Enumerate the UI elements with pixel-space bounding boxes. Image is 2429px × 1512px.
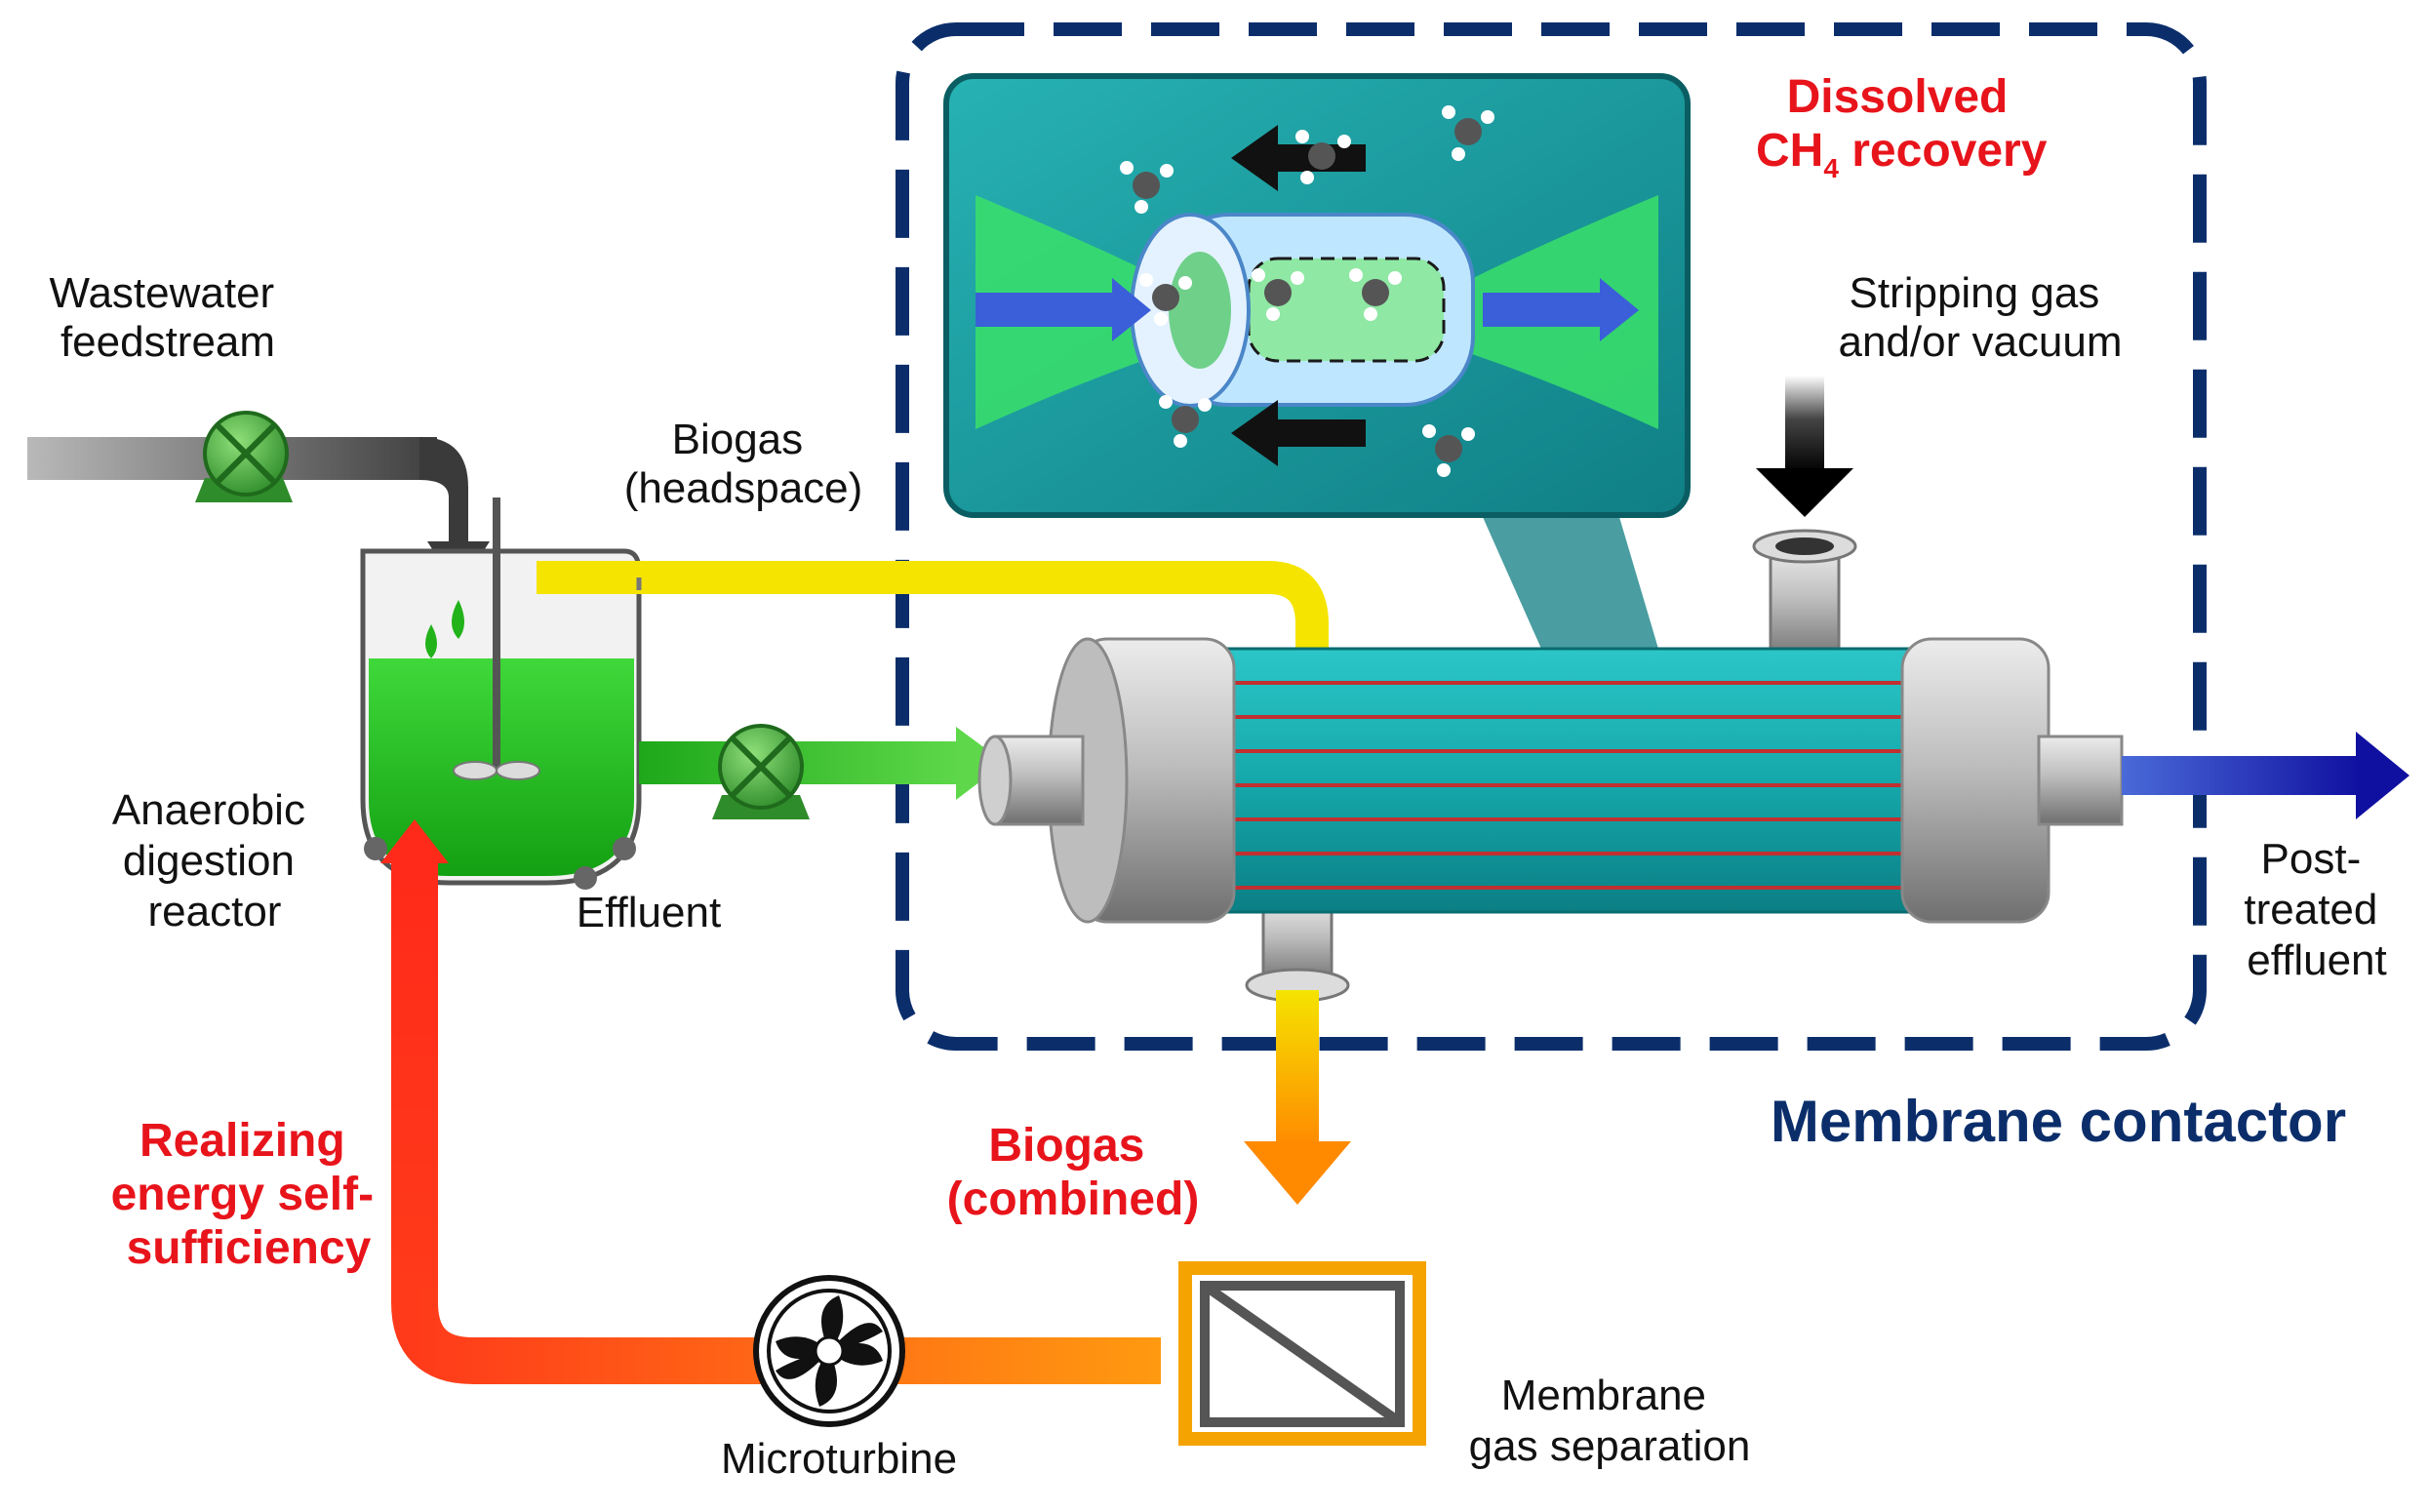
anaerobic-reactor (360, 497, 642, 890)
biogas-headspace-line (537, 561, 1329, 654)
methane-molecule-icon (1120, 105, 1494, 477)
ch4-recovery-label: CH4 recovery (1756, 125, 2048, 183)
energy-return-line (380, 819, 1161, 1384)
pump-icon (712, 724, 810, 819)
post-treated-arrow (2122, 732, 2409, 819)
effluent-label: Effluent (577, 889, 721, 936)
effluent-line (639, 727, 1005, 800)
biogas-combined-label: Biogas (combined) (947, 1120, 1200, 1225)
gas-separation-label: Membrane gas separation (1469, 1372, 1751, 1470)
wastewater-label: Wastewater feedstream (50, 269, 287, 366)
biogas-combined-arrow (1244, 990, 1351, 1205)
membrane-contactor-module (977, 529, 2124, 1003)
dissolved-ch4-label: Dissolved (1787, 71, 2009, 123)
energy-self-sufficiency-label: Realizing energy self- sufficiency (111, 1115, 387, 1274)
post-treated-label: Post- treated effluent (2244, 835, 2389, 984)
impeller-icon (453, 761, 540, 780)
stripping-gas-arrow (1756, 376, 1853, 517)
membrane-contactor-title: Membrane contactor (1771, 1089, 2346, 1154)
zoom-panel (943, 73, 1691, 518)
membrane-separator-icon (1178, 1261, 1426, 1446)
reactor-label: Anaerobic digestion reactor (112, 786, 317, 935)
biogas-headspace-label: Biogas (headspace) (624, 416, 863, 512)
fan-icon (753, 1275, 905, 1427)
stripping-gas-label: Stripping gas and/or vacuum (1838, 269, 2122, 366)
membrane-contactor-boundary (896, 22, 2207, 1051)
zoom-callout (1483, 517, 1658, 649)
pump-icon (195, 411, 293, 502)
microturbine-label: Microturbine (721, 1435, 957, 1483)
